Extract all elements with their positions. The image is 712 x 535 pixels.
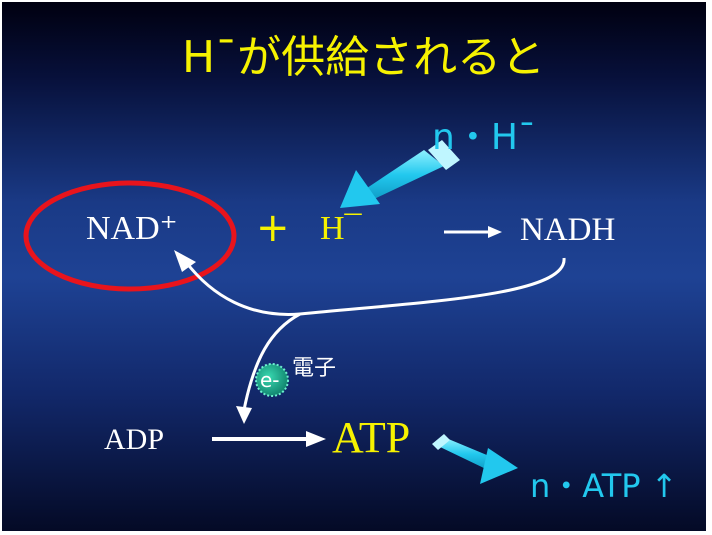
reaction-arrow <box>444 226 502 238</box>
nadh-to-nad-arrow <box>174 250 566 316</box>
supply-label: n・H¯ <box>432 117 536 158</box>
supply-arrow <box>340 140 460 208</box>
electron-symbol: e- <box>260 368 280 392</box>
hydride-label: H¯ <box>320 210 362 247</box>
atp-result-label: n・ATP ↑ <box>530 467 678 505</box>
electron-label: 電子 <box>292 356 337 381</box>
electron-icon <box>255 363 289 397</box>
slide-title: H¯が供給されると <box>182 32 546 83</box>
adp-label: ADP <box>104 423 165 456</box>
adp-to-atp-arrow <box>212 431 326 447</box>
highlight-ellipse <box>23 180 237 292</box>
slide-background <box>2 2 706 531</box>
nadh-label: NADH <box>520 212 616 248</box>
atp-label: ATP <box>332 413 411 462</box>
plus-sign: + <box>256 205 290 251</box>
nad-label: NAD⁺ <box>86 210 178 247</box>
atp-yield-arrow <box>432 434 518 484</box>
electron-flow-arrow <box>236 312 301 424</box>
